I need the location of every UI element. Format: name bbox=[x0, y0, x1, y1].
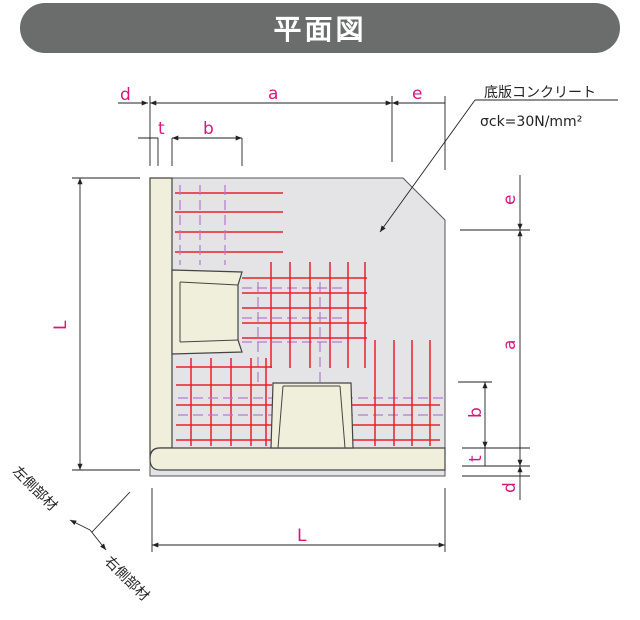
dim-label-top-e: e bbox=[412, 84, 422, 104]
dim-label-right-e: e bbox=[500, 195, 520, 205]
dim-label-right-b: b bbox=[466, 407, 486, 418]
side-label-left-member: 左側部材 bbox=[9, 464, 60, 515]
dim-label-top-b: b bbox=[203, 119, 214, 139]
dim-label-top-t: t bbox=[158, 119, 165, 139]
dim-label-right-a: a bbox=[500, 340, 520, 350]
side-label-right-member: 右側部材 bbox=[101, 554, 152, 605]
note-concrete-strength: σck=30N/mm² bbox=[480, 114, 582, 130]
dim-label-right-d: d bbox=[500, 482, 520, 493]
note-concrete-title: 底版コンクリート bbox=[484, 85, 596, 101]
bottom-corbel bbox=[270, 382, 354, 449]
dim-label-top-a: a bbox=[268, 84, 278, 104]
dim-label-left-l: L bbox=[51, 320, 71, 330]
dim-label-top-d: d bbox=[120, 85, 131, 105]
dimension-lines bbox=[69, 96, 618, 552]
bottom-wall bbox=[149, 447, 446, 471]
dim-label-right-t: t bbox=[466, 455, 486, 462]
page-title: 平面図 bbox=[273, 13, 367, 46]
rebar-group bbox=[175, 185, 445, 446]
left-wall bbox=[149, 177, 173, 459]
title-bar: 平面図 bbox=[20, 3, 620, 53]
dim-label-bottom-l: L bbox=[297, 526, 307, 546]
